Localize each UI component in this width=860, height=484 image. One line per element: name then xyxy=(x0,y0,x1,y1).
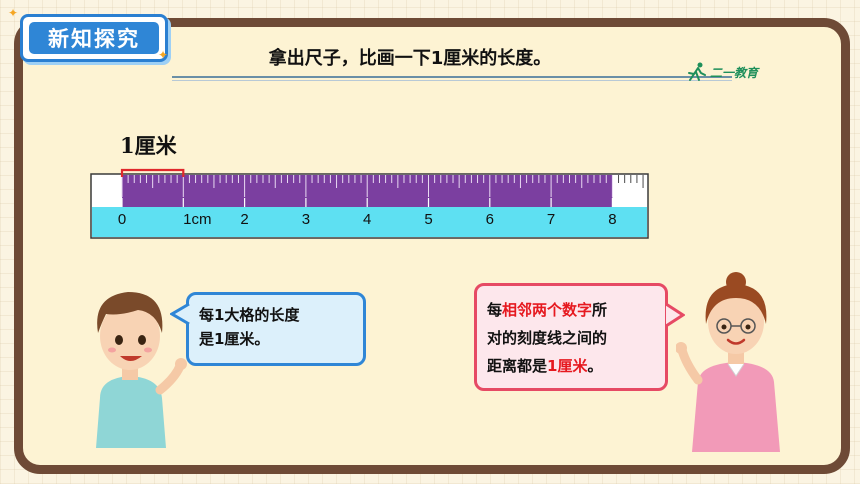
teacher-bubble-line3-suffix: 。 xyxy=(587,357,603,375)
instruction-text: 拿出尺子，比画一下1厘米的长度。 xyxy=(268,48,552,69)
teacher-bubble-highlight-adjacent: 相邻两个数字 xyxy=(502,301,593,319)
boy-bubble-pointer xyxy=(170,302,190,326)
ruler-tick-label: 3 xyxy=(302,211,310,228)
ruler-tick-label: 6 xyxy=(486,211,494,228)
instruction-underline-shadow xyxy=(172,80,732,81)
runner-icon xyxy=(688,62,706,81)
teacher-bubble-line1: 每相邻两个数字所 xyxy=(487,296,655,324)
one-cm-bracket xyxy=(120,168,185,177)
boy-speech-bubble: 每1大格的长度 是1厘米。 xyxy=(186,292,366,366)
brand-logo: 二一教育 xyxy=(686,60,758,84)
section-tag: 新知探究 xyxy=(20,14,168,62)
ruler-tick-label: 2 xyxy=(240,211,248,228)
brand-logo-text: 二一教育 xyxy=(710,65,759,80)
teacher-bubble-line3: 距离都是1厘米。 xyxy=(487,352,655,380)
teacher-bubble-line3-prefix: 距离都是 xyxy=(487,357,548,375)
teacher-bubble-pointer xyxy=(665,302,685,328)
ruler-tick-label: 8 xyxy=(608,211,616,228)
ruler-tick-label: 4 xyxy=(363,211,371,228)
teacher-bubble-prefix: 每 xyxy=(487,301,503,319)
ruler-tick-label: 0 xyxy=(118,211,126,228)
teacher-bubble-line2: 对的刻度线之间的 xyxy=(487,329,608,347)
ruler-tick-label: 7 xyxy=(547,211,555,228)
ruler-body xyxy=(92,207,647,237)
sparkle-icon: ✦ xyxy=(158,48,169,62)
boy-bubble-line1: 每1大格的长度 xyxy=(199,306,300,324)
instruction-underline xyxy=(172,76,732,78)
boy-character xyxy=(96,292,187,448)
ruler-tick-label: 5 xyxy=(424,211,432,228)
ruler-tick-label: 1cm xyxy=(183,211,211,228)
teacher-bubble-highlight-1cm: 1厘米 xyxy=(547,357,588,375)
teacher-character xyxy=(676,272,780,452)
teacher-speech-bubble: 每相邻两个数字所 对的刻度线之间的 距离都是1厘米。 xyxy=(474,283,668,391)
boy-bubble-line2: 是1厘米。 xyxy=(199,330,270,348)
one-centimeter-label: 1厘米 xyxy=(120,133,177,158)
section-tag-label: 新知探究 xyxy=(29,22,159,54)
sparkle-icon: ✦ xyxy=(8,6,19,20)
teacher-bubble-suffix: 所 xyxy=(592,301,608,319)
